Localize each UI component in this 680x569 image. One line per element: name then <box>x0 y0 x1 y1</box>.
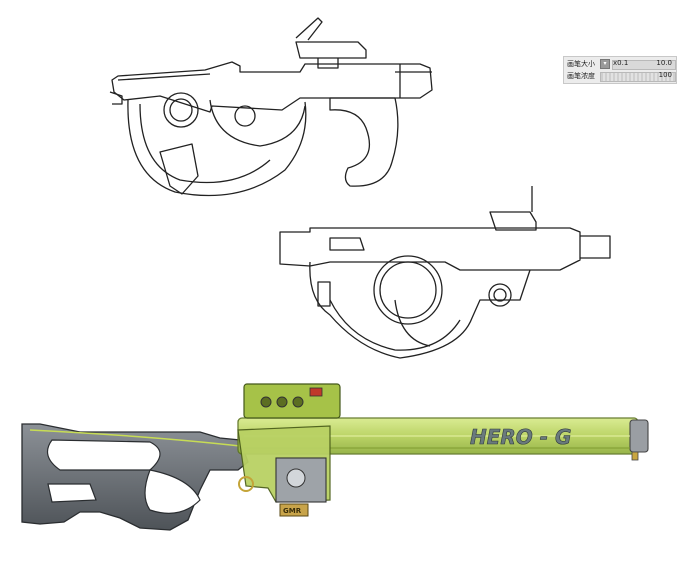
sketch-drum-smg <box>109 17 433 197</box>
size-multiplier-value: x0.1 <box>613 59 629 67</box>
grip-badge-text: GMR <box>283 507 302 515</box>
size-multiplier-button[interactable]: ▾ <box>600 59 610 69</box>
brush-size-slider[interactable] <box>612 60 676 70</box>
brush-size-label: 画笔大小 <box>567 60 595 68</box>
brush-size-row: 画笔大小 ▾ x0.1 10.0 <box>564 58 676 70</box>
brush-density-row: 画笔浓度 100 <box>564 70 676 82</box>
rendered-hero-g-rifle <box>21 383 649 531</box>
brush-density-value: 100 <box>658 71 672 79</box>
sketch-drum-smg-reverse <box>279 186 611 359</box>
decal-text: HERO - G <box>470 425 571 449</box>
brush-size-value: 10.0 <box>656 59 672 67</box>
brush-density-slider[interactable] <box>600 72 676 82</box>
brush-settings-panel: 画笔大小 ▾ x0.1 10.0 画笔浓度 100 <box>563 56 677 84</box>
brush-density-label: 画笔浓度 <box>567 72 595 80</box>
